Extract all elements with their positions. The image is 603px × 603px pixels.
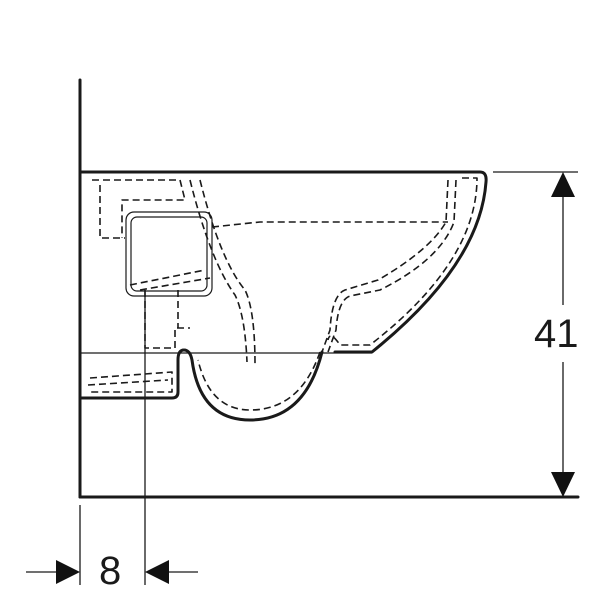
offset-dimension: 8 [26,505,198,593]
arrow-right-icon [56,560,80,584]
wall [78,78,580,499]
height-dimension-label: 41 [534,312,579,356]
toilet-outline [78,170,488,422]
offset-dimension-label: 8 [99,549,121,593]
reference-lines [80,290,372,585]
arrow-left-icon [145,560,169,584]
height-dimension: 41 [493,171,579,497]
arrow-up-icon [551,172,575,197]
arrow-down-icon [551,472,575,497]
connector-box [125,211,213,297]
hidden-lines [87,177,478,411]
